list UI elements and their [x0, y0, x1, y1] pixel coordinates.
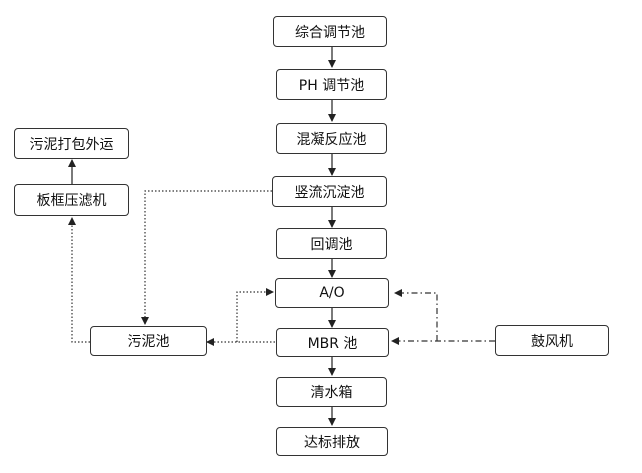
node-clear-water-tank: 清水箱: [276, 377, 387, 407]
node-ph-adjust-tank: PH 调节池: [276, 69, 387, 100]
node-blower: 鼓风机: [495, 325, 609, 356]
arrow-sludge-to-filter-press: [68, 217, 90, 343]
node-discharge: 达标排放: [276, 427, 388, 456]
node-settling-tank: 竖流沉淀池: [272, 176, 387, 207]
node-equalization-tank: 综合调节池: [273, 16, 387, 47]
node-readjust-tank: 回调池: [276, 228, 387, 259]
arrow-settling-to-sludge-tank: [141, 190, 272, 325]
node-coagulation-tank: 混凝反应池: [276, 123, 387, 154]
node-sludge-transport: 污泥打包外运: [14, 128, 129, 159]
node-ao-tank: A/O: [275, 278, 389, 308]
node-filter-press: 板框压滤机: [14, 184, 129, 216]
node-mbr-tank: MBR 池: [276, 328, 389, 357]
node-sludge-tank: 污泥池: [90, 326, 207, 356]
arrow-sludge-return-to-ao: [236, 288, 274, 342]
arrow-blower-to-ao: [394, 289, 438, 341]
